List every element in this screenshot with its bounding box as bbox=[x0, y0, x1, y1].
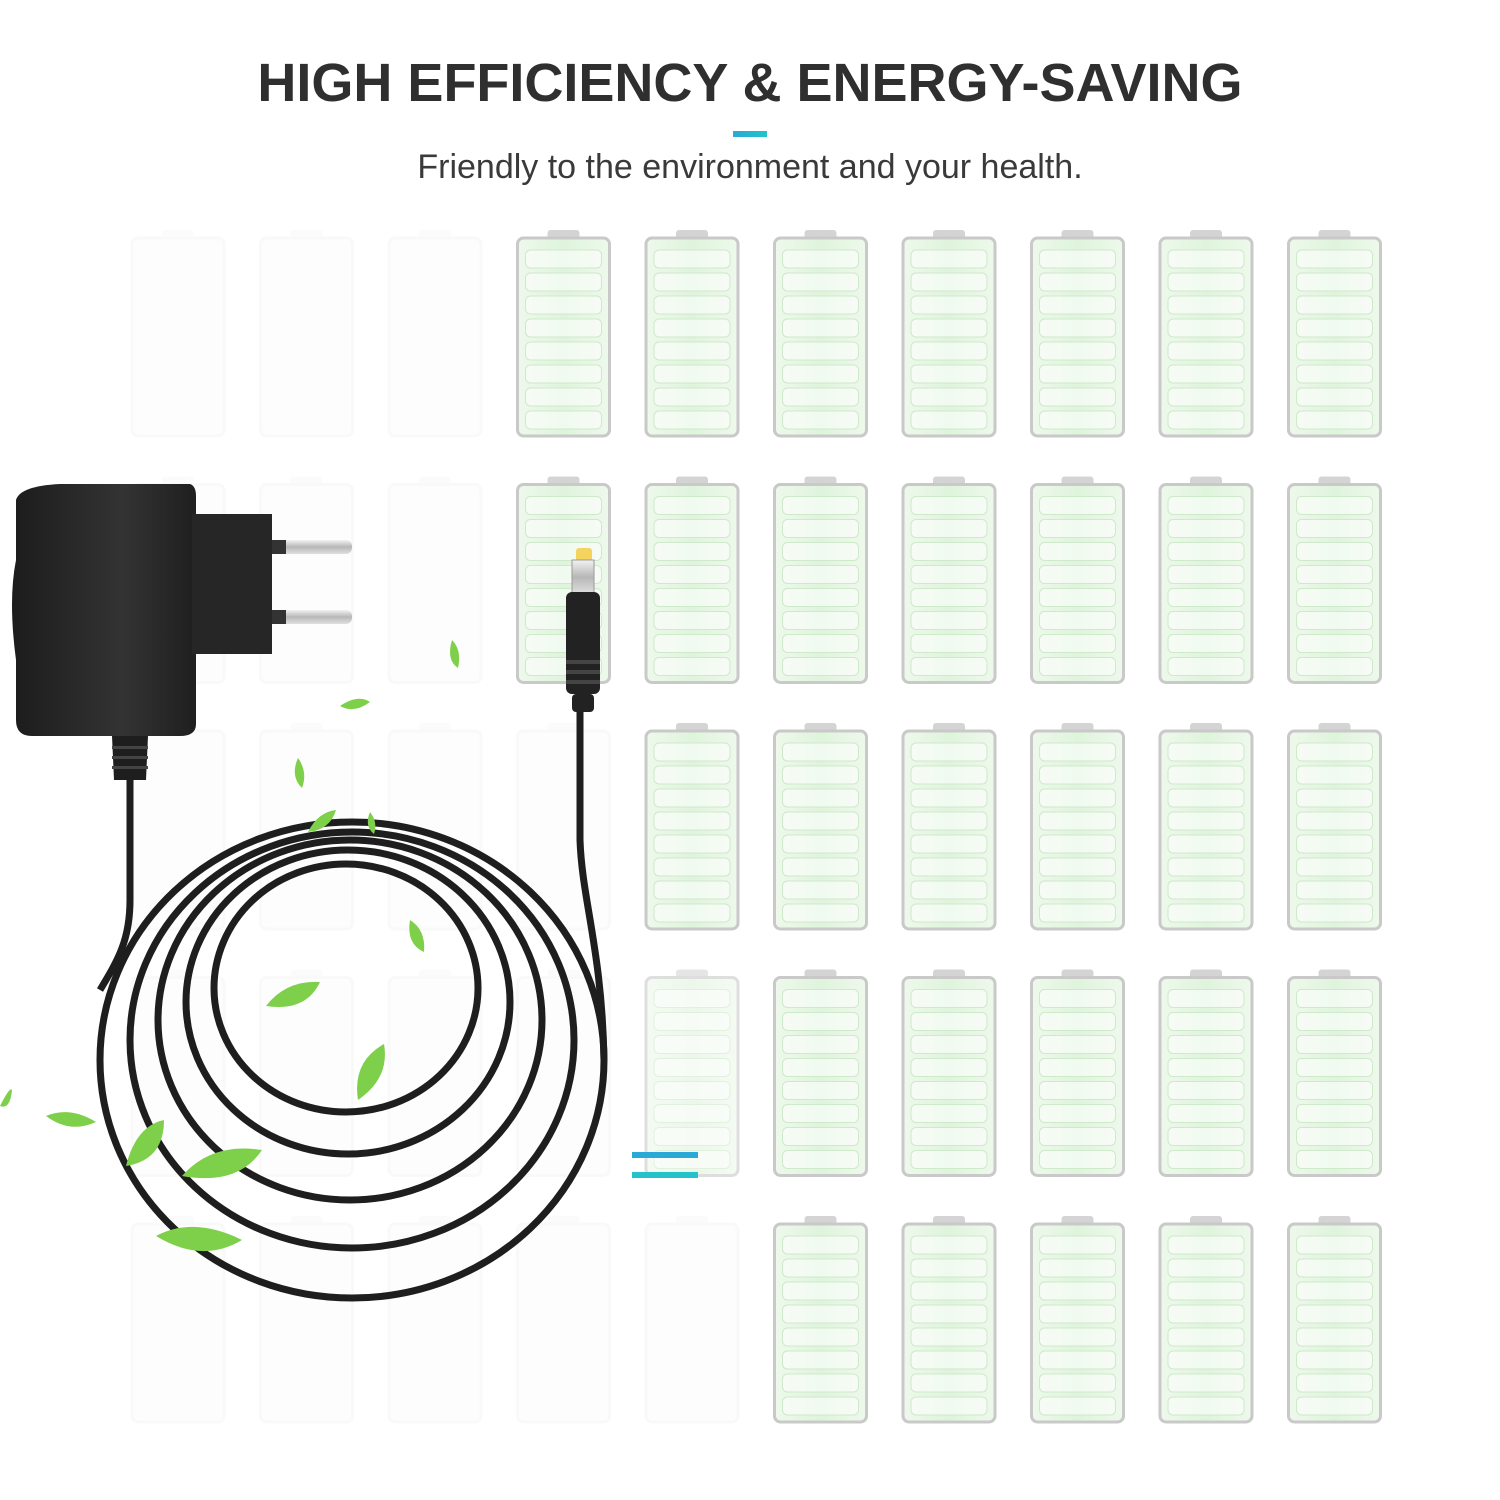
battery-icon bbox=[387, 1216, 483, 1424]
battery-icon bbox=[516, 723, 611, 931]
battery-icon bbox=[773, 723, 868, 931]
leaf-icon bbox=[357, 1044, 385, 1100]
leaf-icon bbox=[409, 920, 425, 952]
battery-icon bbox=[1030, 1216, 1125, 1424]
battery-icon bbox=[901, 476, 997, 684]
leaf-icon bbox=[367, 812, 376, 834]
battery-icon bbox=[259, 1216, 354, 1424]
battery-icon bbox=[644, 230, 740, 438]
battery-icon bbox=[1287, 723, 1382, 931]
battery-icon bbox=[387, 476, 483, 684]
battery-icon bbox=[773, 1216, 868, 1424]
equals-icon bbox=[632, 1152, 698, 1178]
battery-icon bbox=[644, 969, 740, 1177]
power-adapter-icon bbox=[12, 484, 352, 780]
title-accent-bar bbox=[733, 131, 767, 137]
battery-icon bbox=[1158, 230, 1254, 438]
leaf-icon bbox=[156, 1226, 242, 1252]
battery-icon bbox=[1287, 476, 1382, 684]
leaf-icon bbox=[182, 1148, 262, 1179]
page-title: HIGH EFFICIENCY & ENERGY-SAVING bbox=[257, 53, 1243, 113]
cable-coil bbox=[96, 700, 608, 1302]
battery-icon bbox=[773, 969, 868, 1177]
battery-icon bbox=[387, 230, 483, 438]
battery-icon bbox=[901, 723, 997, 931]
battery-icon bbox=[516, 230, 611, 438]
battery-icon bbox=[259, 476, 354, 684]
battery-icon bbox=[1030, 969, 1125, 1177]
leaf-icon bbox=[450, 640, 460, 668]
battery-icon bbox=[1287, 969, 1382, 1177]
battery-icon bbox=[901, 230, 997, 438]
battery-icon bbox=[1030, 476, 1125, 684]
dc-plug-icon bbox=[566, 548, 600, 712]
leaf-icon bbox=[308, 810, 336, 832]
leaf-icon bbox=[266, 981, 320, 1007]
battery-icon bbox=[773, 230, 868, 438]
battery-icon bbox=[901, 1216, 997, 1424]
battery-icon bbox=[259, 969, 354, 1177]
battery-icon bbox=[901, 969, 997, 1177]
battery-icon bbox=[1287, 230, 1382, 438]
leaf-icon bbox=[0, 1089, 12, 1107]
leaf-icon bbox=[46, 1112, 96, 1127]
battery-icon bbox=[259, 230, 354, 438]
leaf-icon bbox=[294, 758, 305, 788]
battery-icon bbox=[1158, 723, 1254, 931]
battery-icon bbox=[1158, 969, 1254, 1177]
battery-icon bbox=[130, 1216, 226, 1424]
leaf-icon bbox=[126, 1120, 164, 1166]
battery-icon bbox=[1287, 1216, 1382, 1424]
battery-icon bbox=[1030, 230, 1125, 438]
battery-icon bbox=[516, 1216, 611, 1424]
leaves bbox=[0, 640, 460, 1252]
battery-icon bbox=[773, 476, 868, 684]
battery-icon bbox=[644, 1216, 740, 1424]
page-subtitle: Friendly to the environment and your hea… bbox=[417, 148, 1083, 186]
battery-icon bbox=[1158, 1216, 1254, 1424]
leaf-icon bbox=[340, 698, 370, 710]
battery-icon bbox=[1030, 723, 1125, 931]
battery-icon bbox=[644, 723, 740, 931]
battery-icon bbox=[644, 476, 740, 684]
battery-icon bbox=[1158, 476, 1254, 684]
battery-icon bbox=[130, 230, 226, 438]
